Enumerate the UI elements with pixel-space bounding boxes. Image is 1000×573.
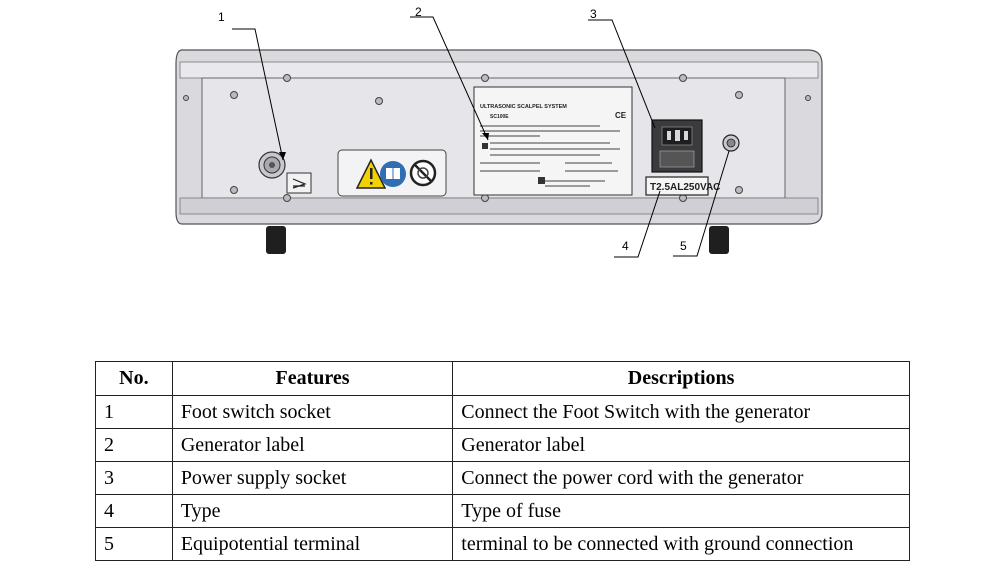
table-row: 1 Foot switch socket Connect the Foot Sw… [95, 395, 910, 429]
row-feature: Generator label [171, 428, 454, 462]
callout-2: 2 [415, 5, 422, 19]
callout-1: 1 [218, 10, 225, 24]
callout-3: 3 [590, 7, 597, 21]
prohibition-icon [409, 159, 437, 187]
header-no: No. [95, 361, 173, 396]
callout-5: 5 [680, 239, 687, 253]
label-model: SC100E [490, 114, 509, 120]
row-feature: Type [171, 494, 454, 528]
callout-4: 4 [622, 239, 629, 253]
row-feature: Equipotential terminal [171, 527, 454, 561]
foot-switch-symbol-plate [286, 172, 312, 194]
label-symbol-box [482, 143, 488, 149]
row-feature: Foot switch socket [171, 395, 454, 429]
foot-switch-socket [258, 151, 286, 179]
row-feature: Power supply socket [171, 461, 454, 495]
fuse-label-plate [645, 176, 709, 196]
foot-switch-icon [292, 178, 307, 189]
table-row: 2 Generator label Generator label [95, 428, 910, 462]
right-foot [709, 226, 729, 254]
leader-lines [232, 16, 730, 258]
read-manual-icon [380, 161, 406, 187]
screws [183, 74, 811, 202]
row-description: Connect the Foot Switch with the generat… [452, 395, 910, 429]
row-description: terminal to be connected with ground con… [452, 527, 910, 561]
warning-triangle-icon [355, 158, 387, 189]
ce-mark: CE [615, 111, 627, 120]
power-socket-pins [667, 130, 688, 141]
label-fine-print [480, 125, 620, 187]
row-description: Type of fuse [452, 494, 910, 528]
top-rail [179, 61, 819, 79]
header-descriptions: Descriptions [452, 361, 910, 396]
label-title: ULTRASONIC SCALPEL SYSTEM [480, 104, 567, 110]
left-foot [266, 226, 286, 254]
row-number: 3 [95, 461, 173, 495]
arrowhead-2 [482, 133, 489, 140]
bottom-rail [179, 197, 819, 215]
row-description: Connect the power cord with the generato… [452, 461, 910, 495]
equipotential-terminal [722, 134, 740, 152]
table-row: 4 Type Type of fuse [95, 494, 910, 528]
fuse-drawer [659, 150, 695, 168]
row-number: 5 [95, 527, 173, 561]
table-header-row: No. Features Descriptions [95, 361, 910, 396]
row-number: 4 [95, 494, 173, 528]
label-manufacturer-icon [538, 177, 545, 184]
table-row: 5 Equipotential terminal terminal to be … [95, 527, 910, 561]
generator-rear-panel-diagram: ULTRASONIC SCALPEL SYSTEM SC100E CE T2.5… [175, 5, 823, 258]
fuse-label: T2.5AL250VAC [650, 182, 720, 193]
row-number: 2 [95, 428, 173, 462]
row-description: Generator label [452, 428, 910, 462]
features-table: No. Features Descriptions 1 Foot switch … [95, 361, 910, 561]
table-row: 3 Power supply socket Connect the power … [95, 461, 910, 495]
generator-label [473, 86, 633, 196]
arrowhead-1 [279, 152, 286, 160]
header-features: Features [171, 361, 454, 396]
row-number: 1 [95, 395, 173, 429]
